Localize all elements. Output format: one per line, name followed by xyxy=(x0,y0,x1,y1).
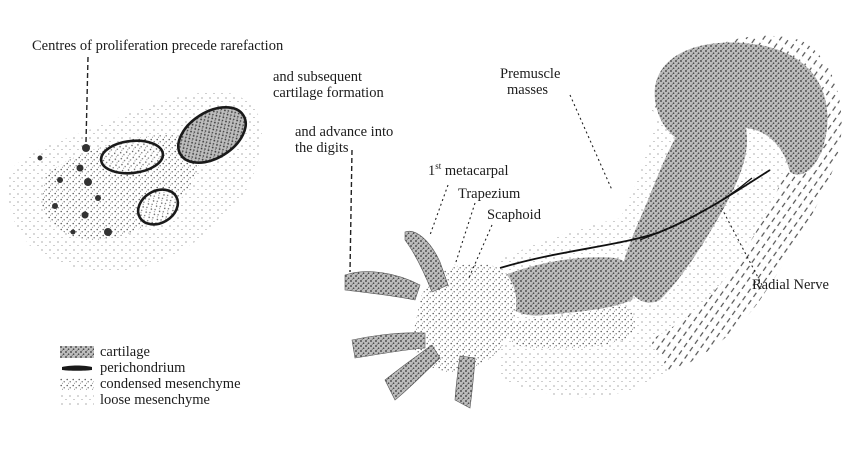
label-subsequent-1: and subsequent xyxy=(273,69,362,85)
label-radial-nerve: Radial Nerve xyxy=(752,277,829,293)
legend-cartilage: cartilage xyxy=(60,344,150,360)
developing-limb xyxy=(345,36,842,408)
legend-loose-label: loose mesenchyme xyxy=(100,392,210,408)
metacarpal-leader xyxy=(430,185,448,235)
advance-leader xyxy=(350,150,352,272)
digit-3 xyxy=(352,333,425,358)
metacarpal-word: metacarpal xyxy=(441,163,508,179)
legend-cartilage-swatch xyxy=(60,346,94,358)
digit-1 xyxy=(345,272,420,300)
label-subsequent-2: cartilage formation xyxy=(273,85,384,101)
label-advance-2: the digits xyxy=(295,140,349,156)
legend-loose: loose mesenchyme xyxy=(60,392,210,408)
digit-4 xyxy=(385,345,440,400)
label-scaphoid: Scaphoid xyxy=(487,207,541,223)
early-limb-bud xyxy=(8,57,262,271)
label-centres: Centres of proliferation precede rarefac… xyxy=(32,38,283,54)
label-premuscle-1: Premuscle xyxy=(500,66,560,82)
legend-loose-swatch xyxy=(60,394,94,406)
label-trapezium: Trapezium xyxy=(458,186,520,202)
legend-condensed-label: condensed mesenchyme xyxy=(100,376,241,392)
label-advance-1: and advance into xyxy=(295,124,393,140)
legend-condensed: condensed mesenchyme xyxy=(60,376,241,392)
label-premuscle-2: masses xyxy=(507,82,548,98)
legend-condensed-swatch xyxy=(60,378,94,390)
legend-cartilage-label: cartilage xyxy=(100,344,150,360)
trapezium-leader xyxy=(455,203,475,265)
premuscle-leader xyxy=(570,95,612,190)
legend-perichondrium-swatch xyxy=(60,362,94,374)
legend-perichondrium-label: perichondrium xyxy=(100,360,185,376)
label-metacarpal: 1st metacarpal xyxy=(428,163,508,179)
centres-leader xyxy=(86,57,88,142)
legend-perichondrium: perichondrium xyxy=(60,360,185,376)
